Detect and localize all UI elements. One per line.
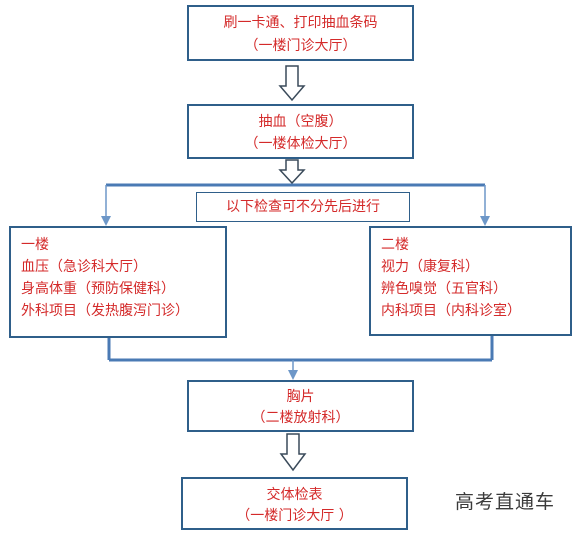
step-title: 交体检表 xyxy=(266,487,323,503)
step-location: （一楼门诊大厅） xyxy=(244,38,357,54)
down-arrow-2 xyxy=(278,159,306,185)
branch-note-box: 以下检查可不分先后进行 xyxy=(196,192,410,222)
floor-one-group: 一楼 血压（急诊科大厅） 身高体重（预防保健科） 外科项目（发热腹泻门诊） xyxy=(9,226,227,338)
left-branch-arrowhead xyxy=(101,216,111,226)
merge-arrowhead xyxy=(288,370,298,380)
down-arrow-1 xyxy=(278,65,306,102)
step-location: （二楼放射科） xyxy=(251,410,350,426)
branch-note: 以下检查可不分先后进行 xyxy=(226,199,380,215)
step-title: 抽血（空腹） xyxy=(258,114,343,130)
watermark: 高考直通车 xyxy=(454,491,555,513)
right-branch-arrowhead xyxy=(480,216,490,226)
group-item: 辨色嗅觉（五官科） xyxy=(381,281,507,297)
floor-two-group: 二楼 视力（康复科） 辨色嗅觉（五官科） 内科项目（内科诊室） xyxy=(369,226,572,336)
group-item: 外科项目（发热腹泻门诊） xyxy=(21,303,189,319)
group-item: 血压（急诊科大厅） xyxy=(21,259,147,275)
step-card-chest-xray: 胸片 （二楼放射科） xyxy=(187,380,414,432)
step-title: 胸片 xyxy=(286,389,315,405)
group-item: 视力（康复科） xyxy=(381,259,479,275)
group-item: 身高体重（预防保健科） xyxy=(21,281,175,297)
group-title: 一楼 xyxy=(21,237,49,253)
down-arrow-3 xyxy=(279,433,307,472)
step-location: （一楼门诊大厅 ） xyxy=(236,508,353,524)
step-location: （一楼体检大厅） xyxy=(244,136,357,152)
step-card-submit-form: 交体检表 （一楼门诊大厅 ） xyxy=(181,477,408,530)
group-title: 二楼 xyxy=(381,237,409,253)
step-card-card-swipe: 刷一卡通、打印抽血条码 （一楼门诊大厅） xyxy=(187,5,414,61)
step-title: 刷一卡通、打印抽血条码 xyxy=(223,15,378,31)
step-card-blood-draw: 抽血（空腹） （一楼体检大厅） xyxy=(187,104,414,159)
group-item: 内科项目（内科诊室） xyxy=(381,303,521,319)
